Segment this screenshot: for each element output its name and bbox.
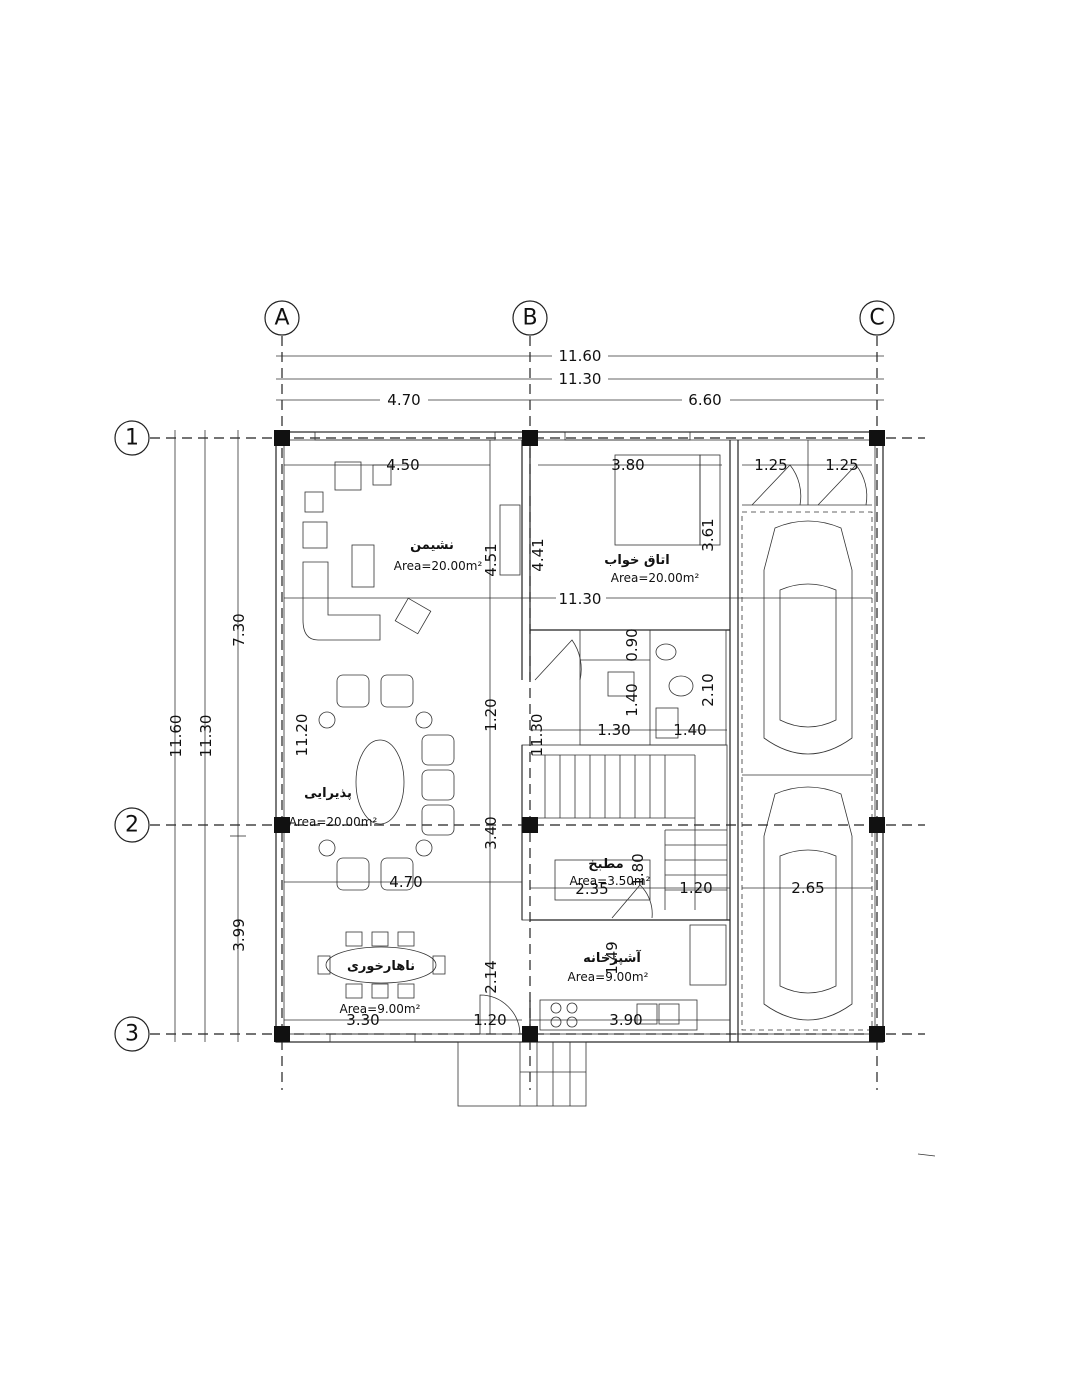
dim-top-total-inner: 11.30 [559,370,602,388]
axis-label-2: 2 [125,813,139,838]
room-kitchen-area: Area=9.00m² [568,970,649,984]
axis-label-3: 3 [125,1022,139,1047]
dim-lower-height: 3.40 [482,816,500,849]
dim-top-total-outer: 11.60 [559,347,602,365]
grid-lines [150,336,925,1090]
walls [275,431,884,1107]
dim-bath-depth: 1.40 [623,683,641,716]
dim-dining-width: 3.30 [346,1011,379,1029]
room-bedroom-name: اتاق خواب [604,553,669,568]
dim-bath-height: 0.90 [623,628,641,661]
axis-label-1: 1 [125,426,139,451]
interior-dimension-lines [284,440,872,1034]
room-bedroom-area: Area=20.00m² [611,571,700,585]
dim-bedroom-height: 3.61 [699,518,717,551]
dim-kitchen-width: 2.35 [575,880,608,898]
dim-left-upper: 7.30 [230,613,248,646]
dim-stair-height: 11.30 [528,714,546,757]
dim-bath-w1: 1.30 [597,721,630,739]
dim-living-width: 4.50 [386,456,419,474]
top-dimensions: 11.60 11.30 4.70 6.60 [276,346,884,409]
room-dining-area: Area=9.00m² [340,1002,421,1016]
dim-stair-landing: 1.20 [679,879,712,897]
room-kitchen-small-area: Area=3.50m² [570,874,651,888]
dim-dining-height: 2.14 [482,960,500,993]
dim-pantry-width: 3.90 [609,1011,642,1029]
room-reception-area: Area=20.00m² [289,815,378,829]
dim-corridor-height: 1.20 [482,698,500,731]
dim-left-lower: 3.99 [230,918,248,951]
dim-pantry-height: 1.49 [603,941,621,974]
room-kitchen-small-name: مطبخ [588,857,623,872]
dim-bedroom-width: 3.80 [611,456,644,474]
axis-bubbles: A B C 1 2 3 [114,300,895,1052]
dim-left-total-inner: 11.30 [197,715,215,758]
dim-closet-right: 1.25 [825,456,858,474]
dim-living-height: 4.51 [482,543,500,576]
left-dimensions: 11.60 11.30 7.30 3.99 [167,430,248,1042]
room-labels: نشیمن Area=20.00m² اتاق خواب Area=20.00m… [289,538,700,1016]
axis-label-c: C [869,306,884,331]
dim-wall: 4.41 [529,538,547,571]
columns [274,430,885,1042]
dim-bath-w2: 1.40 [673,721,706,739]
dim-middle-span: 11.30 [559,590,602,608]
dim-top-right: 6.60 [688,391,721,409]
dim-top-left: 4.70 [387,391,420,409]
dim-garage-width: 2.65 [791,879,824,897]
dim-left-total-outer: 11.60 [167,715,185,758]
dim-bath-height-2: 2.10 [699,673,717,706]
room-dining-name: ناهارخوری [347,959,415,974]
axis-label-a: A [274,306,289,331]
furniture [302,454,853,1028]
dim-closet-left: 1.25 [754,456,787,474]
interior-dimensions: 4.50 3.80 1.25 1.25 4.51 4.41 3.61 11.30… [293,456,859,1029]
axis-label-b: B [522,306,537,331]
dim-entry-width: 1.20 [473,1011,506,1029]
room-living-area: Area=20.00m² [394,559,483,573]
corner-mark [917,1153,936,1157]
dim-kitchen-height: 1.80 [629,853,647,886]
dim-reception-width: 4.70 [389,873,422,891]
room-kitchen-name: آشپزخانه [583,949,641,966]
dim-reception-height: 11.20 [293,714,311,757]
room-reception-name: پذیرایی [304,786,352,801]
room-living-name: نشیمن [410,538,454,553]
